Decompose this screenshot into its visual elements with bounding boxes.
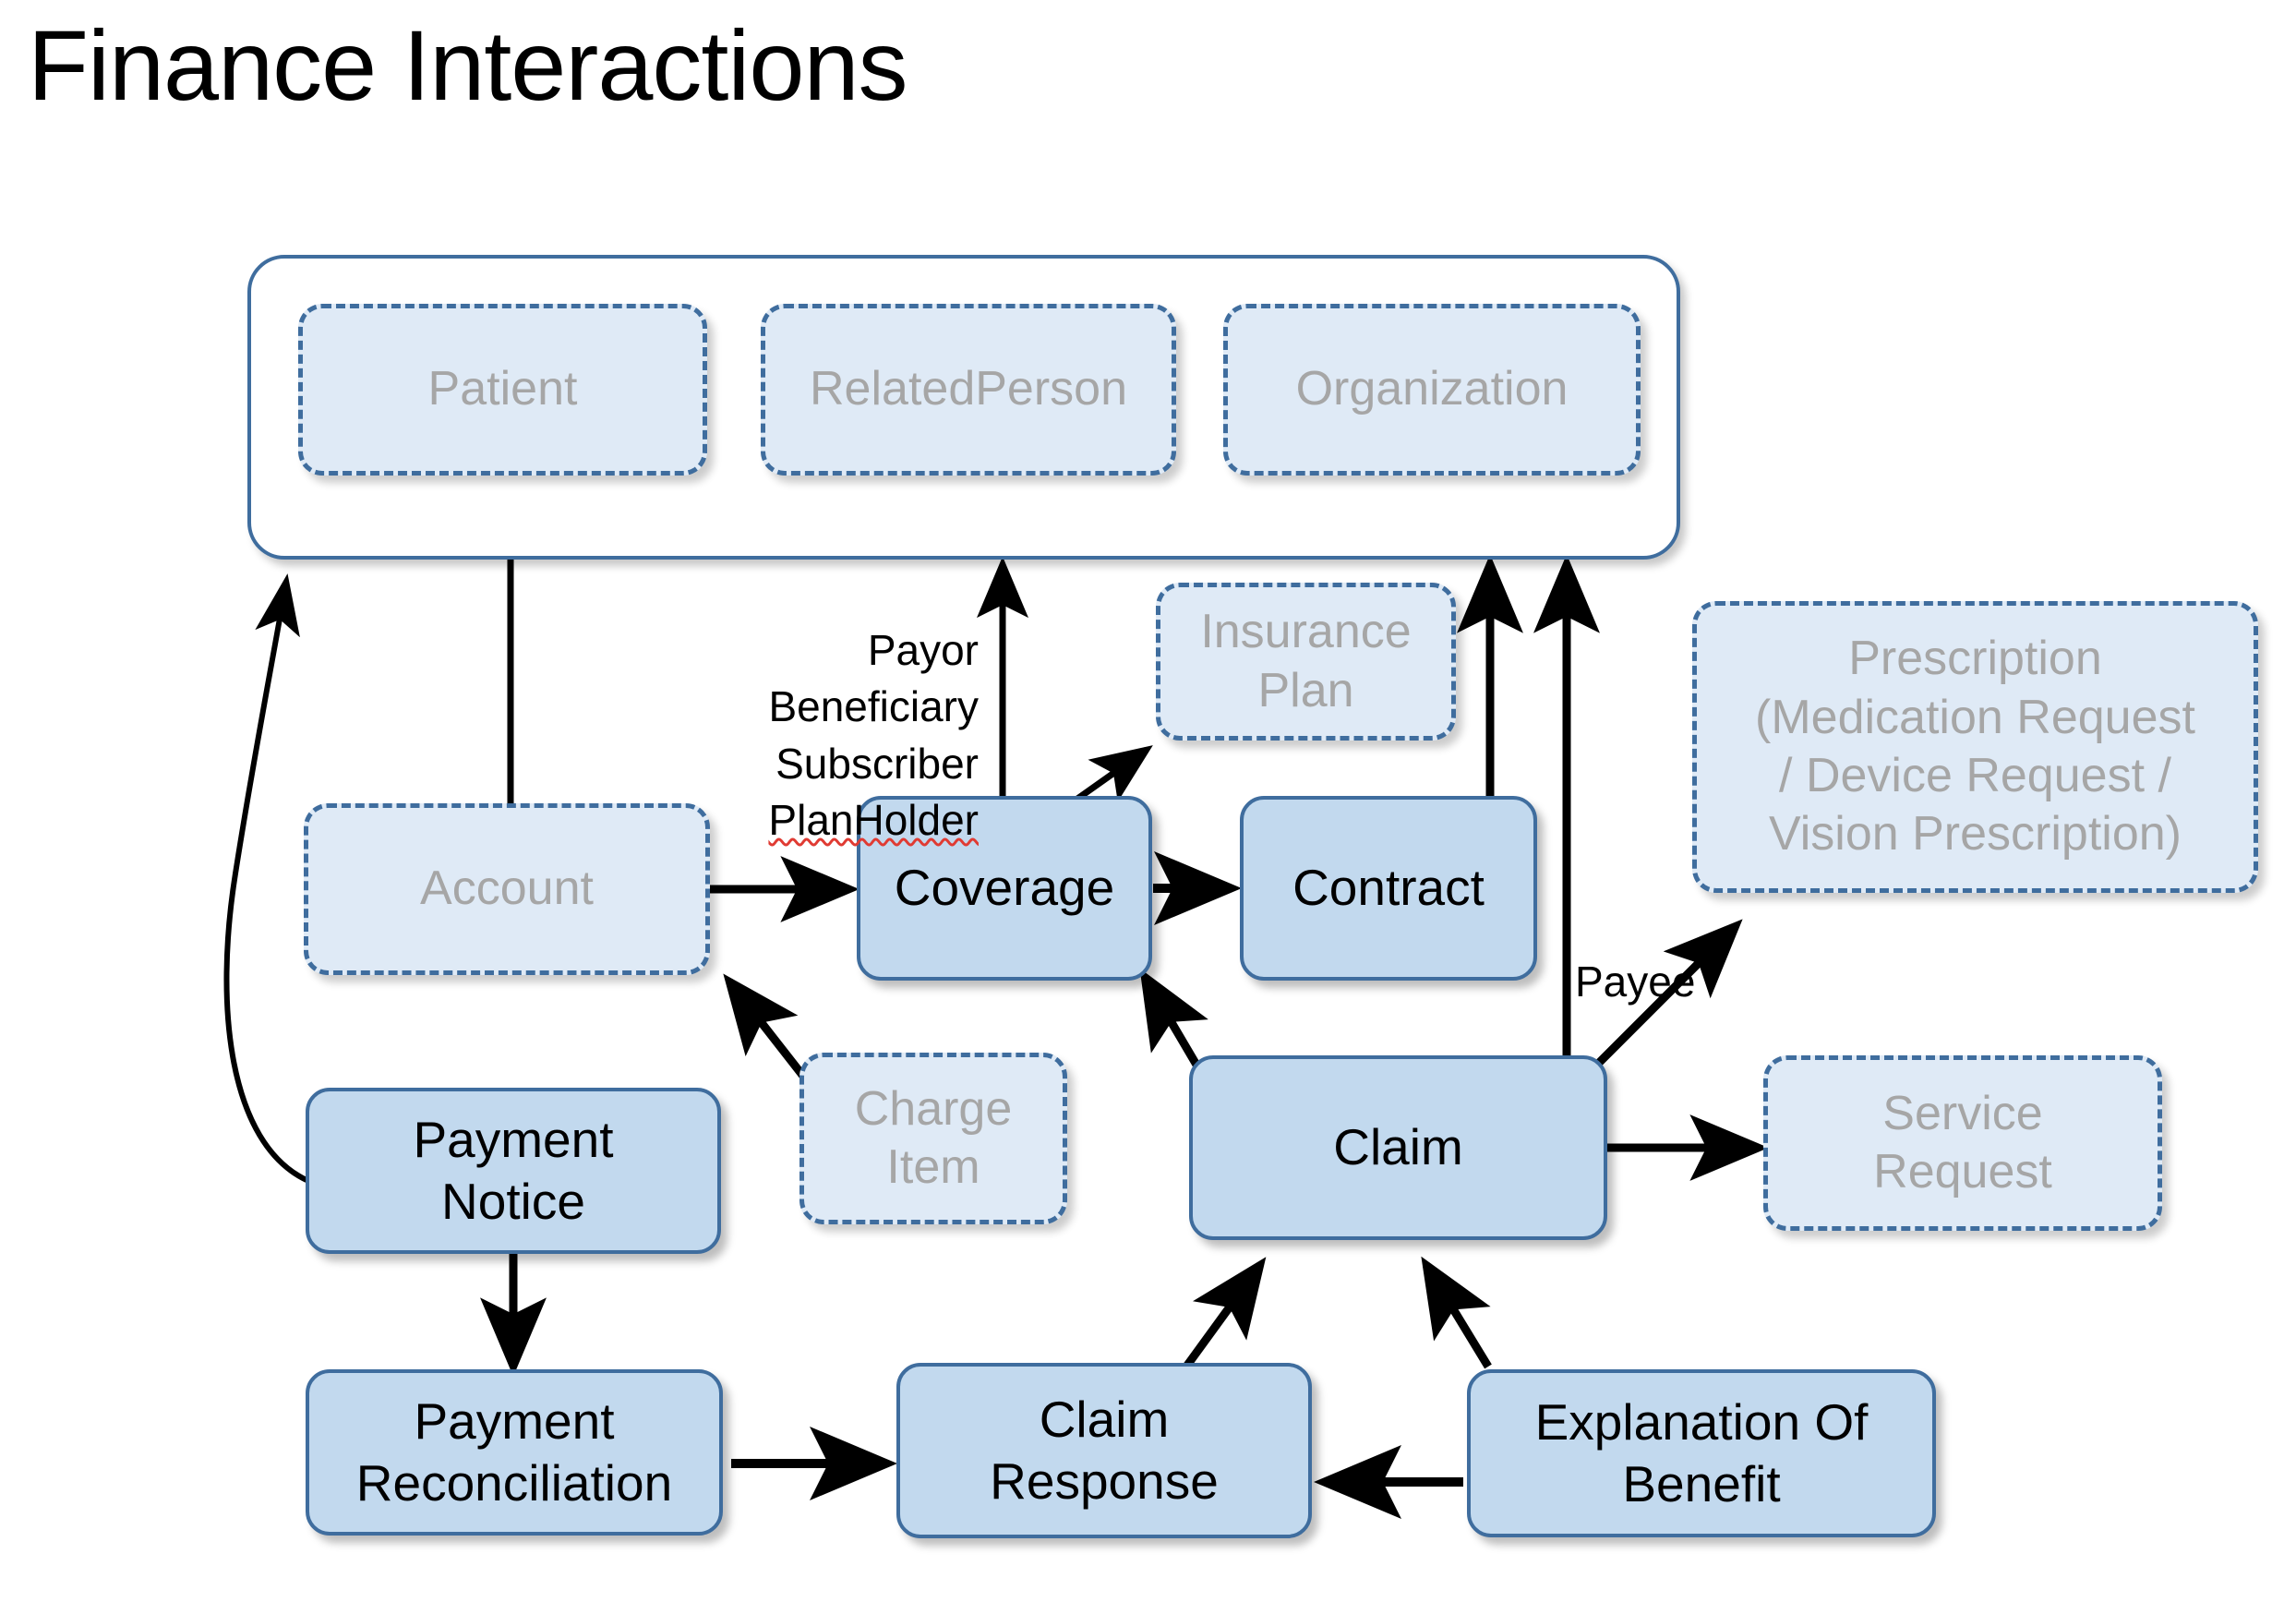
node-contract-label: Contract <box>1292 859 1485 917</box>
node-coverage[interactable]: Coverage <box>857 796 1152 981</box>
edge-label-payee: Payee <box>1575 897 1778 1010</box>
node-relatedperson-label: RelatedPerson <box>810 362 1127 416</box>
spellcheck-underline: PlanHolder <box>768 795 979 844</box>
node-account-label: Account <box>420 861 594 916</box>
edge-chargeitem-to-account <box>723 973 809 1081</box>
node-organization-label: Organization <box>1295 362 1569 416</box>
page-title: Finance Interactions <box>28 9 908 121</box>
edge-eob-to-claim <box>1421 1256 1492 1369</box>
node-claim[interactable]: Claim <box>1189 1055 1607 1240</box>
node-contract[interactable]: Contract <box>1240 796 1537 981</box>
node-patient[interactable]: Patient <box>298 304 707 476</box>
node-coverage-label: Coverage <box>894 859 1115 917</box>
node-claim-label: Claim <box>1333 1118 1463 1176</box>
node-patient-label: Patient <box>427 362 578 416</box>
node-prescription[interactable]: Prescription(Medication Request/ Device … <box>1692 601 2258 893</box>
edge-paymentnotice-to-actors <box>223 573 308 1183</box>
edge-label-payee-text: Payee <box>1575 958 1696 1006</box>
node-relatedperson[interactable]: RelatedPerson <box>761 304 1176 476</box>
node-organization[interactable]: Organization <box>1223 304 1641 476</box>
edge-claimresponse-to-claim <box>1183 1257 1267 1369</box>
node-prescription-label: Prescription(Medication Request/ Device … <box>1755 632 2195 861</box>
edge-claim-to-coverage <box>1139 968 1208 1074</box>
node-account[interactable]: Account <box>304 803 710 975</box>
